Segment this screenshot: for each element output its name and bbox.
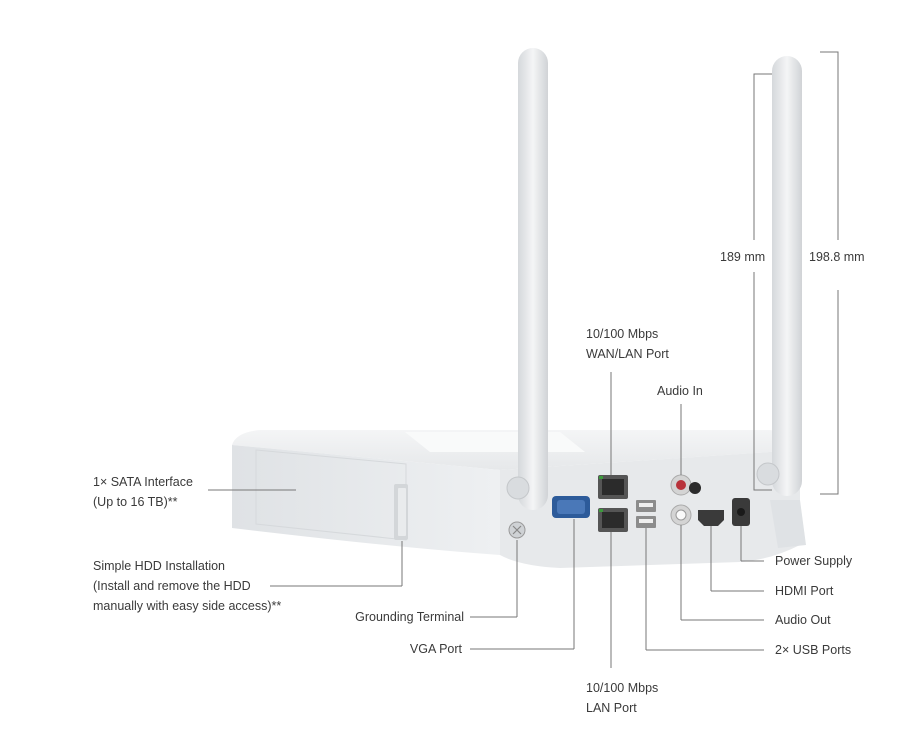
wan-label-line2: WAN/LAN Port (586, 347, 669, 361)
wan-label: 10/100 Mbps WAN/LAN Port (586, 324, 669, 364)
audio-in-label: Audio In (657, 384, 703, 398)
grounding-screw (508, 521, 526, 539)
sata-label-line1: 1× SATA Interface (93, 475, 193, 489)
hdd-label-line2: (Install and remove the HDD (93, 579, 251, 593)
lan-label-line2: LAN Port (586, 701, 637, 715)
power-label: Power Supply (775, 554, 853, 568)
hdd-label-line1: Simple HDD Installation (93, 559, 225, 573)
antenna-height-label: 189 mm (720, 250, 766, 264)
sata-label-line2: (Up to 16 TB)** (93, 495, 178, 509)
lan-label: 10/100 Mbps LAN Port (586, 678, 658, 718)
wan-label-line1: 10/100 Mbps (586, 327, 659, 341)
lan-port (598, 508, 628, 532)
vga-label: VGA Port (409, 642, 462, 656)
usb-ports (636, 500, 656, 528)
wan-lan-port (598, 475, 628, 499)
audio-out-label: Audio Out (775, 613, 831, 627)
left-antenna (506, 48, 548, 510)
sata-label: 1× SATA Interface (Up to 16 TB)** (93, 472, 193, 512)
hdmi-label: HDMI Port (775, 584, 834, 598)
usb-label: 2× USB Ports (775, 643, 852, 657)
hdd-label-line3: manually with easy side access)** (93, 599, 282, 613)
audio-in-jack (670, 474, 701, 496)
total-height-label: 198.8 mm (809, 250, 865, 264)
lan-label-line1: 10/100 Mbps (586, 681, 659, 695)
grounding-label: Grounding Terminal (355, 610, 464, 624)
hdd-label: Simple HDD Installation (Install and rem… (93, 556, 281, 616)
vga-port (552, 496, 590, 518)
right-antenna (756, 56, 802, 496)
callout-lines (208, 51, 839, 668)
audio-out-jack (670, 504, 692, 526)
hdmi-port (698, 510, 724, 526)
power-jack (732, 498, 750, 526)
